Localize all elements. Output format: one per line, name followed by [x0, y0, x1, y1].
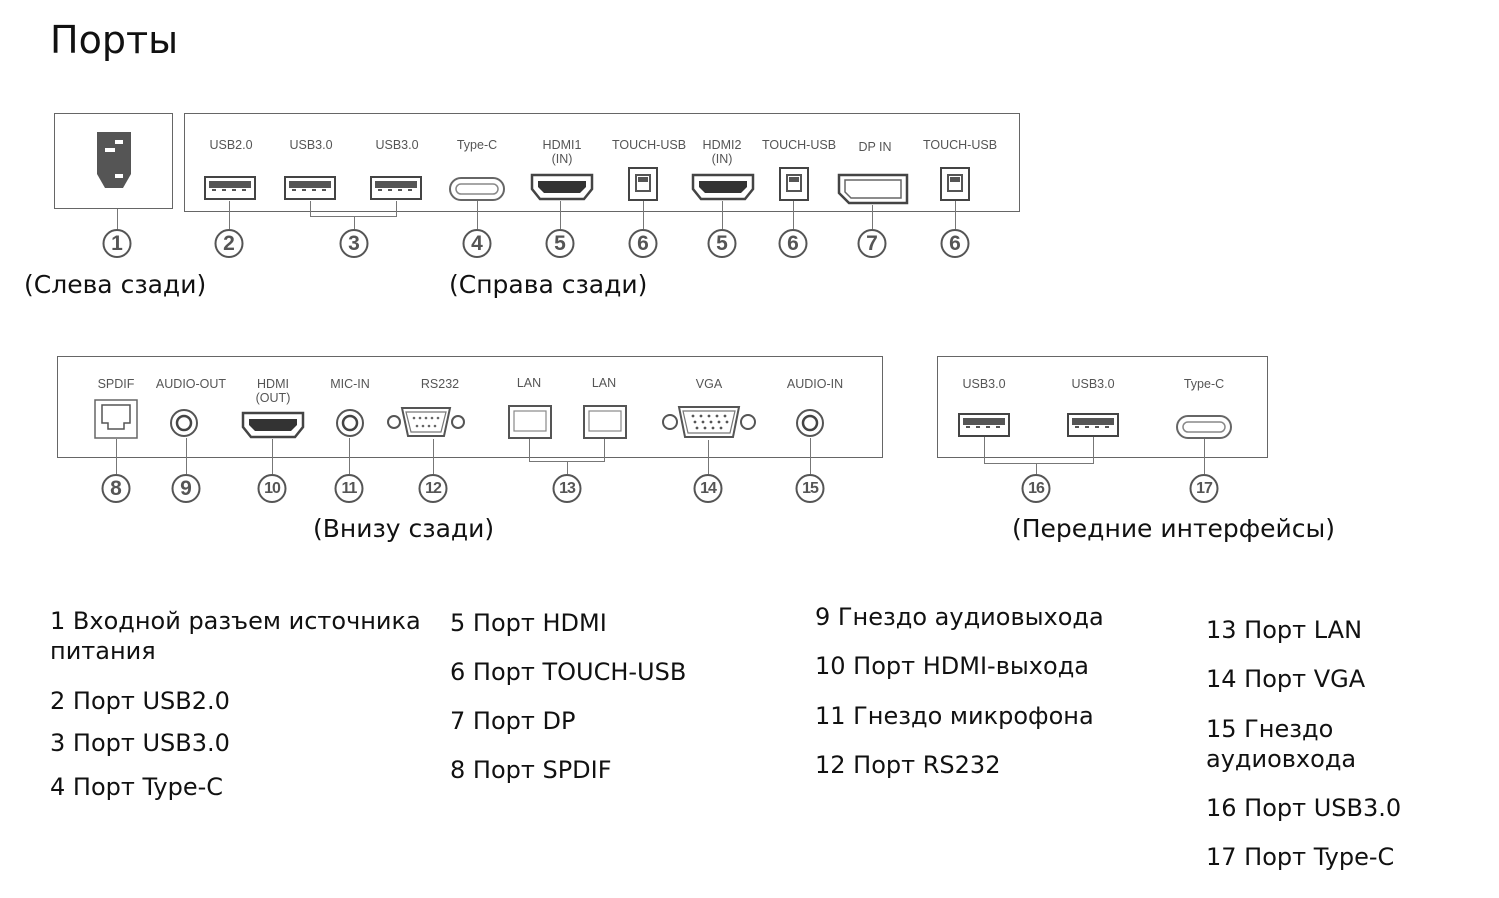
legend-item: 17 Порт Type-C — [1206, 843, 1395, 871]
front-usb3-port-icon — [1067, 413, 1119, 437]
legend-item: 2 Порт USB2.0 — [50, 687, 230, 715]
legend-item: 3 Порт USB3.0 — [50, 729, 230, 757]
typec-port-icon — [449, 177, 505, 201]
legend-item: 4 Порт Type-C — [50, 773, 224, 801]
dp-port-icon — [837, 173, 909, 205]
callout-6b: 6 — [778, 229, 808, 258]
port-label-usb3-b: USB3.0 — [375, 138, 419, 152]
hdmi1-label-text: HDMI1 (IN) — [542, 138, 582, 166]
front-usb3-port-icon — [958, 413, 1010, 437]
page-title: Порты — [50, 18, 179, 62]
callout-15: 15 — [795, 474, 825, 503]
legend-item: 6 Порт TOUCH-USB — [450, 658, 687, 686]
bottom-rear-panel — [57, 356, 883, 458]
callout-5b: 5 — [707, 229, 737, 258]
caption-right-rear: (Справа сзади) — [449, 270, 648, 299]
legend-item: 9 Гнездо аудиовыхода — [815, 603, 1104, 631]
port-label-mic-in: MIC-IN — [330, 377, 370, 391]
port-label-touch-usb-a: TOUCH-USB — [611, 138, 687, 152]
port-label-usb2: USB2.0 — [209, 138, 253, 152]
callout-7: 7 — [857, 229, 887, 258]
legend-item: 11 Гнездо микрофона — [815, 702, 1094, 730]
callout-2: 2 — [214, 229, 244, 258]
caption-left-rear: (Слева сзади) — [24, 270, 207, 299]
hdmi1-port-icon — [530, 173, 594, 201]
audio-in-jack-icon — [796, 409, 824, 437]
rs232-port-icon — [387, 407, 465, 437]
usb3-port-icon — [284, 176, 336, 200]
callout-12: 12 — [418, 474, 448, 503]
caption-front: (Передние интерфейсы) — [1012, 514, 1336, 543]
port-label-front-usb3-b: USB3.0 — [1071, 377, 1115, 391]
callout-17: 17 — [1189, 474, 1219, 503]
port-label-usb3-a: USB3.0 — [289, 138, 333, 152]
legend-item: 12 Порт RS232 — [815, 751, 1001, 779]
port-label-hdmi2: HDMI2 (IN) — [703, 138, 742, 166]
port-label-audio-out: AUDIO-OUT — [155, 377, 227, 391]
callout-16: 16 — [1021, 474, 1051, 503]
power-inlet-icon — [97, 132, 131, 188]
legend-item: 13 Порт LAN — [1206, 616, 1363, 644]
port-label-vga: VGA — [695, 377, 723, 391]
port-label-hdmi-out: HDMI (OUT) — [256, 377, 291, 405]
hdmi-out-label-text: HDMI (OUT) — [255, 377, 291, 405]
legend-item: 10 Порт HDMI-выхода — [815, 652, 1089, 680]
callout-11: 11 — [334, 474, 364, 503]
callout-3: 3 — [339, 229, 369, 258]
port-label-lan-a: LAN — [516, 376, 542, 390]
touch-usb-port-icon — [940, 167, 970, 201]
touch-usb-port-icon — [628, 167, 658, 201]
legend-item: 14 Порт VGA — [1206, 665, 1366, 693]
hdmi-out-port-icon — [241, 411, 305, 439]
port-label-lan-b: LAN — [591, 376, 617, 390]
vga-port-icon — [662, 406, 756, 438]
port-label-touch-usb-b: TOUCH-USB — [761, 138, 837, 152]
callout-14: 14 — [693, 474, 723, 503]
front-panel — [937, 356, 1268, 458]
callout-5: 5 — [545, 229, 575, 258]
legend-item: 8 Порт SPDIF — [450, 756, 612, 784]
lan-port-icon — [508, 405, 552, 439]
spdif-port-icon — [94, 399, 138, 439]
callout-6c: 6 — [940, 229, 970, 258]
hdmi2-label-text: HDMI2 (IN) — [702, 138, 742, 166]
port-label-front-typec: Type-C — [1183, 377, 1225, 391]
port-label-front-usb3-a: USB3.0 — [962, 377, 1006, 391]
callout-6: 6 — [628, 229, 658, 258]
port-label-touch-usb-c: TOUCH-USB — [922, 138, 998, 152]
port-label-rs232: RS232 — [420, 377, 460, 391]
port-label-spdif: SPDIF — [97, 377, 135, 391]
usb2-port-icon — [204, 176, 256, 200]
callout-4: 4 — [462, 229, 492, 258]
callout-10: 10 — [257, 474, 287, 503]
usb3-port-icon — [370, 176, 422, 200]
audio-out-jack-icon — [170, 409, 198, 437]
port-label-dp-in: DP IN — [858, 140, 892, 154]
callout-9: 9 — [171, 474, 201, 503]
legend-item: 16 Порт USB3.0 — [1206, 794, 1402, 822]
hdmi2-port-icon — [691, 173, 755, 201]
callout-1: 1 — [102, 229, 132, 258]
port-label-audio-in: AUDIO-IN — [786, 377, 844, 391]
callout-8: 8 — [101, 474, 131, 503]
mic-in-jack-icon — [336, 409, 364, 437]
lan-port-icon — [583, 405, 627, 439]
callout-13: 13 — [552, 474, 582, 503]
front-typec-port-icon — [1176, 415, 1232, 439]
port-label-typec: Type-C — [456, 138, 498, 152]
touch-usb-port-icon — [779, 167, 809, 201]
port-label-hdmi1: HDMI1 (IN) — [543, 138, 582, 166]
caption-bottom-rear: (Внизу сзади) — [313, 514, 495, 543]
left-rear-panel — [54, 113, 173, 209]
legend-item: 7 Порт DP — [450, 707, 576, 735]
legend-item: 1 Входной разъем источника питания — [50, 607, 421, 665]
legend-item: 15 Гнездо аудиовхода — [1206, 715, 1357, 773]
legend-item: 5 Порт HDMI — [450, 609, 607, 637]
